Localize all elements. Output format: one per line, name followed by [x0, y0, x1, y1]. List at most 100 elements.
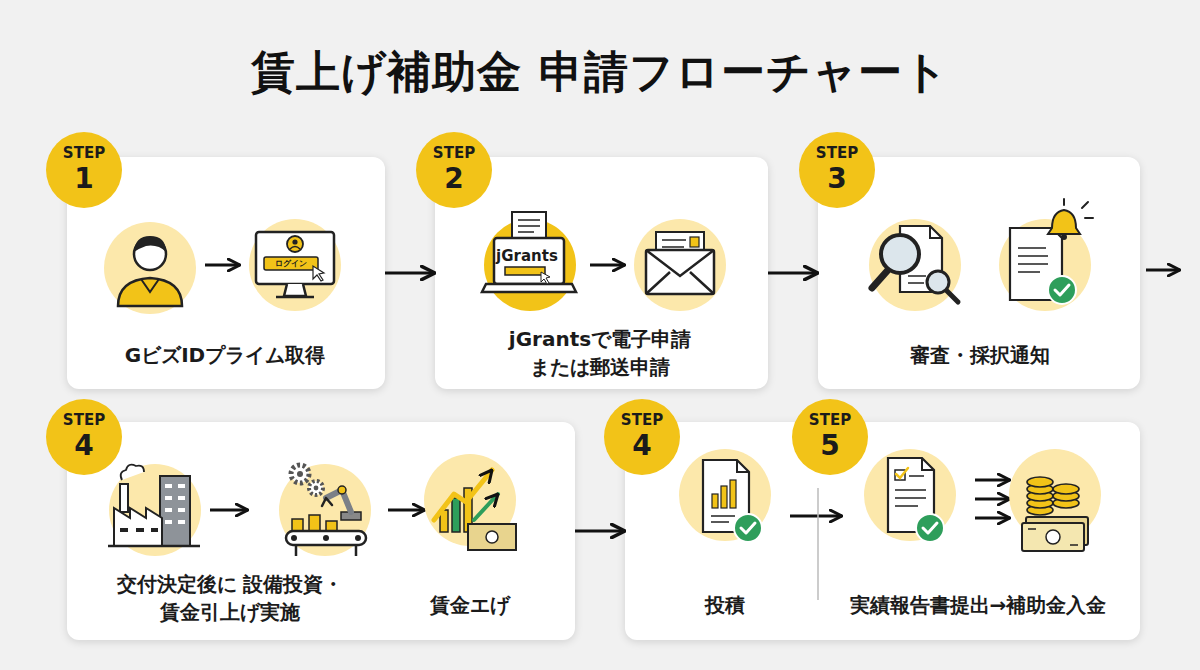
robot-line-icon: [286, 531, 366, 545]
badge-text-group: STEP 2: [416, 132, 492, 208]
laptop-icon: [484, 219, 576, 311]
person-icon: [104, 222, 196, 314]
notice-icon: [1018, 248, 1048, 272]
factory-icon: [108, 545, 200, 548]
login-screen-icon: [284, 284, 306, 296]
step-label: 審査・採択通知: [832, 341, 1128, 369]
step-number: 2: [444, 164, 463, 193]
person-icon: [104, 222, 196, 314]
review-icon: [869, 219, 961, 311]
badge-circle: [46, 399, 122, 475]
step-word: STEP: [63, 413, 105, 428]
estimate-doc-icon: [730, 480, 736, 508]
growth-chart-icon: [452, 498, 460, 532]
growth-chart-icon: [424, 454, 516, 550]
review-icon: [872, 270, 888, 288]
money-icon: [1027, 484, 1053, 494]
login-screen-icon: [256, 232, 334, 284]
report-doc-icon: [888, 458, 934, 532]
notice-icon: [1048, 276, 1076, 304]
money-icon: [1028, 529, 1078, 545]
step-number: 4: [74, 431, 93, 460]
money-icon: [1027, 477, 1053, 487]
laptop-icon: [482, 212, 576, 311]
badge-circle: [792, 399, 868, 475]
estimate-doc-icon: [712, 494, 718, 508]
badge-circle: [46, 132, 122, 208]
step-label: GビズIDプライム取得: [77, 341, 373, 369]
person-icon: [118, 278, 182, 306]
icon-arrow: [975, 479, 1010, 482]
flow-arrow: [768, 271, 818, 274]
robot-line-icon: [291, 465, 309, 483]
money-icon: [1026, 517, 1088, 545]
icon-arrow: [590, 264, 625, 267]
envelope-icon: [646, 250, 714, 294]
step-label: 実績報告書提出→補助金入金: [823, 591, 1133, 619]
notice-icon: [1048, 210, 1080, 234]
report-doc-icon: [922, 458, 934, 470]
step-label: jGrantsで電子申請 または郵送申請: [475, 325, 725, 381]
robot-line-icon: [326, 490, 351, 512]
report-doc-icon: [895, 470, 905, 480]
estimate-doc-icon: [721, 486, 727, 508]
money-icon: [1027, 498, 1053, 508]
growth-chart-icon: [440, 510, 448, 532]
step-card: 交付決定後に 設備投資・賃金引上げ実施賃金エげSTEP4: [67, 422, 575, 640]
person-icon: [141, 279, 159, 292]
step-label: 投積: [650, 591, 800, 619]
robot-line-icon: [292, 519, 303, 531]
envelope-icon: [662, 240, 686, 247]
step-badge: STEP 2: [416, 132, 492, 208]
review-icon: [908, 276, 926, 283]
login-screen-icon: [290, 247, 300, 250]
notice-icon: [999, 199, 1093, 311]
factory-icon: [114, 508, 162, 546]
icon-arrow: [975, 498, 1010, 501]
badge-text-group: STEP5: [792, 399, 868, 475]
step-word: STEP: [63, 146, 105, 161]
robot-line-icon: [355, 535, 361, 541]
factory-icon: [109, 464, 201, 556]
money-icon: [1027, 491, 1053, 501]
growth-chart-icon: [468, 524, 516, 550]
login-screen-icon: [276, 296, 314, 299]
laptop-icon: [541, 272, 550, 284]
envelope-icon: [656, 232, 704, 266]
step-label: 交付決定後に 設備投資・賃金引上げ実施: [80, 570, 380, 626]
step-word: STEP: [621, 413, 663, 428]
step-label: 賃金エげ: [395, 591, 545, 619]
step-number: 4: [632, 431, 651, 460]
robot-line-icon: [309, 515, 320, 531]
step-word: STEP: [433, 146, 475, 161]
money-icon: [1053, 484, 1079, 494]
step-card: 審査・採択通知STEP3: [818, 157, 1140, 389]
login-screen-icon: [264, 257, 318, 270]
review-icon: [881, 235, 919, 273]
robot-line-icon: [322, 498, 332, 506]
robot-line-icon: [309, 481, 323, 495]
login-screen-icon: [292, 239, 297, 244]
step-badge: STEP 4: [46, 399, 122, 475]
estimate-doc-icon: [703, 460, 749, 532]
review-icon: [930, 226, 942, 238]
badge-text-group: STEP 4: [604, 399, 680, 475]
review-icon: [946, 290, 958, 302]
growth-chart-icon: [486, 531, 498, 543]
title-area: 賃上げ補助金 申請フローチャート: [0, 0, 1200, 140]
person-icon: [134, 236, 166, 252]
badge-circle: [416, 132, 492, 208]
laptop-icon: [494, 238, 564, 284]
badge-text-group: STEP1: [46, 132, 122, 208]
growth-chart-icon: [434, 470, 492, 520]
factory-icon: [108, 464, 201, 556]
report-doc-icon: [923, 523, 937, 533]
estimate-doc-icon: [737, 460, 749, 472]
report-doc-icon: [864, 449, 956, 541]
laptop-icon: [505, 267, 545, 275]
notice-icon: [1061, 234, 1067, 240]
badge-circle: [799, 132, 875, 208]
icon-arrow: [790, 515, 842, 518]
estimate-doc-icon: [711, 516, 735, 522]
